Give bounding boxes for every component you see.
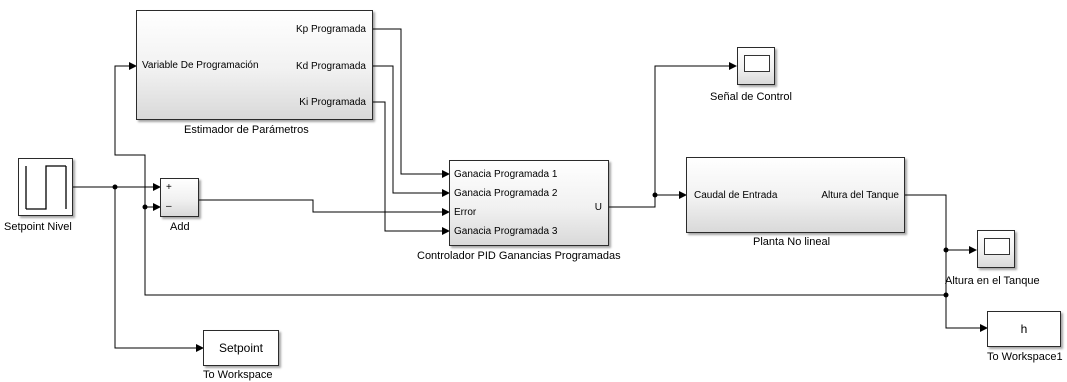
- estimator-output-kd: Kd Programada: [295, 61, 366, 72]
- signal-ki: [373, 101, 450, 235]
- to-workspace1-block[interactable]: h: [987, 311, 1061, 347]
- signal-u-to-scope: [654, 62, 737, 195]
- pid-input-gain2: Ganacia Programada 2: [454, 188, 558, 199]
- step-signal-icon: [25, 165, 67, 210]
- to-workspace-variable: Setpoint: [218, 341, 264, 355]
- signal-error: [199, 199, 450, 216]
- to-workspace-block[interactable]: Setpoint: [203, 330, 279, 366]
- signal-feedback-to-estimator: [114, 62, 146, 207]
- scope-control-block[interactable]: [737, 47, 775, 85]
- junction-dot: [652, 192, 658, 198]
- scope-height-caption: Altura en el Tanque: [945, 275, 1040, 287]
- add-caption: Add: [170, 221, 190, 233]
- pid-input-gain3: Ganacia Programada 3: [454, 226, 558, 237]
- signal-height-to-scope: [905, 194, 977, 254]
- estimator-caption: Estimador de Parámetros: [184, 124, 309, 136]
- estimator-output-ki: Ki Programada: [299, 97, 366, 108]
- estimator-input-label: Variable De Programación: [142, 60, 259, 71]
- to-workspace1-variable: h: [1020, 322, 1028, 336]
- signal-kp: [373, 28, 450, 178]
- add-block[interactable]: + –: [160, 178, 199, 217]
- signal-height-to-workspace: [945, 295, 988, 332]
- to-workspace1-caption: To Workspace1: [987, 351, 1063, 363]
- plant-caption: Planta No lineal: [753, 236, 831, 248]
- estimator-block[interactable]: Variable De Programación Kp Programada K…: [136, 10, 373, 120]
- signal-kd: [373, 65, 450, 197]
- scope-screen-icon: [744, 55, 770, 72]
- pid-caption: Controlador PID Ganancias Programadas: [417, 250, 621, 262]
- add-plus-sign: +: [166, 182, 172, 193]
- setpoint-nivel-caption: Setpoint Nivel: [4, 221, 72, 233]
- to-workspace-caption: To Workspace: [203, 369, 273, 381]
- signal-feedback-to-add: [144, 196, 947, 296]
- junction-dot: [943, 292, 949, 298]
- add-minus-sign: –: [166, 201, 172, 212]
- signal-setpoint-to-workspace: [114, 187, 204, 352]
- scope-screen-icon: [984, 238, 1010, 255]
- pid-input-gain1: Ganacia Programada 1: [454, 169, 558, 180]
- pid-output-u: U: [594, 202, 602, 213]
- plant-input-label: Caudal de Entrada: [694, 190, 778, 201]
- scope-height-block[interactable]: [977, 230, 1015, 268]
- signal-u-to-plant: [609, 191, 687, 208]
- plant-block[interactable]: Caudal de Entrada Altura del Tanque: [686, 157, 905, 233]
- plant-output-label: Altura del Tanque: [821, 190, 899, 201]
- pid-controller-block[interactable]: Ganacia Programada 1 Ganacia Programada …: [449, 160, 609, 246]
- junction-dot: [112, 184, 118, 190]
- scope-control-caption: Señal de Control: [710, 91, 792, 103]
- junction-dot: [142, 204, 148, 210]
- estimator-output-kp: Kp Programada: [295, 24, 366, 35]
- junction-dot: [943, 247, 949, 253]
- pid-input-error: Error: [454, 207, 477, 218]
- setpoint-nivel-block[interactable]: [18, 158, 73, 216]
